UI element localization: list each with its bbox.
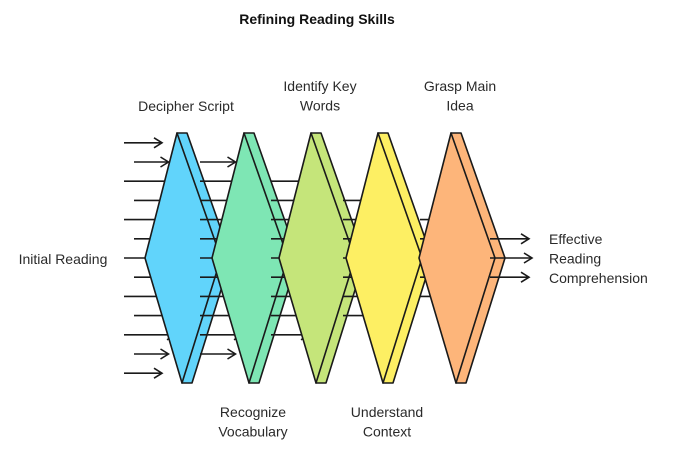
stage-label-line: Context: [363, 424, 411, 440]
stage-front-face: [418, 132, 496, 384]
stage-label-line: Vocabulary: [218, 424, 287, 440]
arrow: [124, 137, 164, 149]
stage-front-face: [278, 132, 356, 384]
stage-front-face: [211, 132, 289, 384]
stage-label-line: Decipher Script: [138, 98, 234, 114]
arrow: [490, 252, 534, 264]
arrow: [134, 156, 171, 168]
output-label-line: Reading: [549, 251, 601, 267]
arrow: [490, 271, 531, 283]
output-label: Effective Reading Comprehension: [549, 231, 648, 286]
stage-label-line: Recognize: [220, 404, 286, 420]
stage-label-line: Grasp Main: [424, 78, 496, 94]
stage-front-face: [144, 132, 222, 384]
flow-layer: [124, 132, 534, 384]
arrow-group-output: [490, 233, 534, 283]
output-label-line: Effective: [549, 231, 603, 247]
stage-front-face: [345, 132, 423, 384]
stage-label-line: Words: [300, 98, 340, 114]
arrow: [134, 348, 171, 360]
diagram-title: Refining Reading Skills: [239, 11, 395, 27]
arrow: [200, 348, 238, 360]
arrow: [490, 233, 531, 245]
arrow: [124, 367, 164, 379]
stage-label-decipher-script: Decipher Script: [138, 98, 234, 114]
stage-identify-key-words: [278, 132, 366, 384]
stage-label-line: Idea: [446, 98, 473, 114]
stage-label-line: Identify Key: [283, 78, 356, 94]
stage-understand-context: [345, 132, 433, 384]
input-label: Initial Reading: [19, 251, 108, 267]
stage-label-line: Understand: [351, 404, 423, 420]
arrow: [200, 156, 238, 168]
stage-grasp-main-idea: [418, 132, 506, 384]
output-label-line: Comprehension: [549, 270, 648, 286]
